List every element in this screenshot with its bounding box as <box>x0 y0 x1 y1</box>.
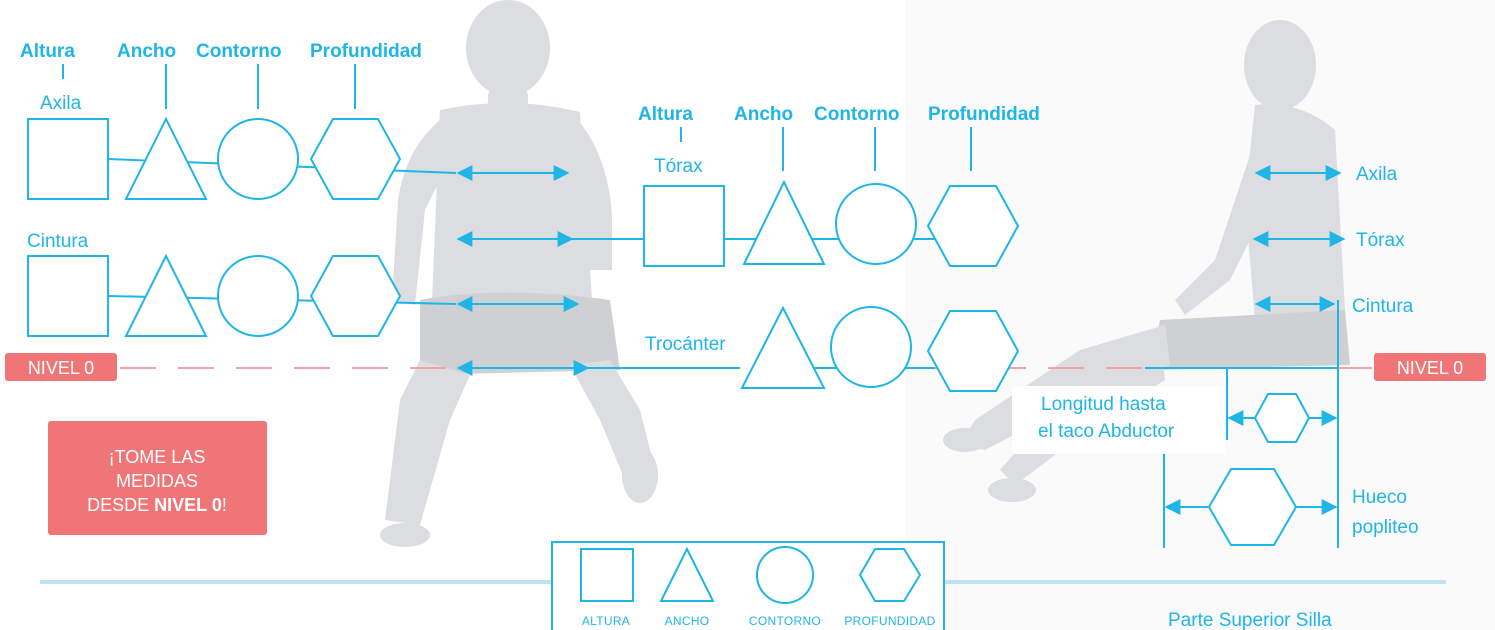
circle-icon <box>836 184 916 264</box>
label-hueco-line-1: Hueco <box>1352 487 1407 508</box>
square-icon <box>28 119 108 199</box>
legend-label-ancho: ANCHO <box>665 614 710 628</box>
square-icon <box>28 256 108 336</box>
svg-text:NIVEL 0: NIVEL 0 <box>1397 358 1463 378</box>
hexagon-icon <box>311 119 400 199</box>
header-contorno: Contorno <box>814 104 899 125</box>
svg-text:NIVEL 0: NIVEL 0 <box>28 358 94 378</box>
legend-label-profundidad: PROFUNDIDAD <box>844 614 935 628</box>
header-altura: Altura <box>638 104 693 125</box>
label-cintura: Cintura <box>27 231 89 252</box>
circle-icon <box>831 307 911 387</box>
label-torax: Tórax <box>654 156 703 177</box>
header-ancho: Ancho <box>117 41 176 62</box>
header-profundidad: Profundidad <box>928 104 1040 125</box>
circle-icon <box>218 119 298 199</box>
square-icon <box>644 186 724 266</box>
back-view-child-figure <box>380 0 658 547</box>
legend-label-contorno: CONTORNO <box>749 614 821 628</box>
left-measurement-group: Altura Ancho Contorno Profundidad Axila … <box>20 41 456 336</box>
warning-line-3: DESDE NIVEL 0! <box>87 495 227 515</box>
warning-box: ¡TOME LAS MEDIDAS DESDE NIVEL 0! <box>48 421 267 535</box>
label-axila-side: Axila <box>1356 164 1398 185</box>
circle-icon <box>757 547 813 603</box>
label-trocanter: Trocánter <box>645 334 726 355</box>
hexagon-icon <box>311 256 400 336</box>
header-altura: Altura <box>20 41 75 62</box>
warning-line-2: MEDIDAS <box>116 471 198 491</box>
triangle-icon <box>742 308 824 388</box>
header-profundidad: Profundidad <box>310 41 422 62</box>
circle-icon <box>218 256 298 336</box>
footer-caption: Parte Superior Silla <box>1168 610 1332 630</box>
triangle-icon <box>744 182 824 264</box>
label-abductor-line-1: Longitud hasta <box>1041 394 1166 415</box>
warning-line-1: ¡TOME LAS <box>109 447 206 467</box>
label-torax-side: Tórax <box>1356 230 1405 251</box>
label-cintura-side: Cintura <box>1352 296 1414 317</box>
label-abductor-line-2: el taco Abductor <box>1038 421 1175 442</box>
triangle-icon <box>126 119 206 199</box>
level-badge-right: NIVEL 0 <box>1374 353 1486 381</box>
square-icon <box>581 549 633 601</box>
header-contorno: Contorno <box>196 41 281 62</box>
legend-label-altura: ALTURA <box>582 614 630 628</box>
legend: ALTURA ANCHO CONTORNO PROFUNDIDAD <box>552 542 944 630</box>
header-ancho: Ancho <box>734 104 793 125</box>
hexagon-icon <box>1255 394 1309 442</box>
level-badge-left: NIVEL 0 <box>5 353 117 381</box>
label-axila: Axila <box>40 93 82 114</box>
label-hueco-line-2: popliteo <box>1352 517 1419 538</box>
